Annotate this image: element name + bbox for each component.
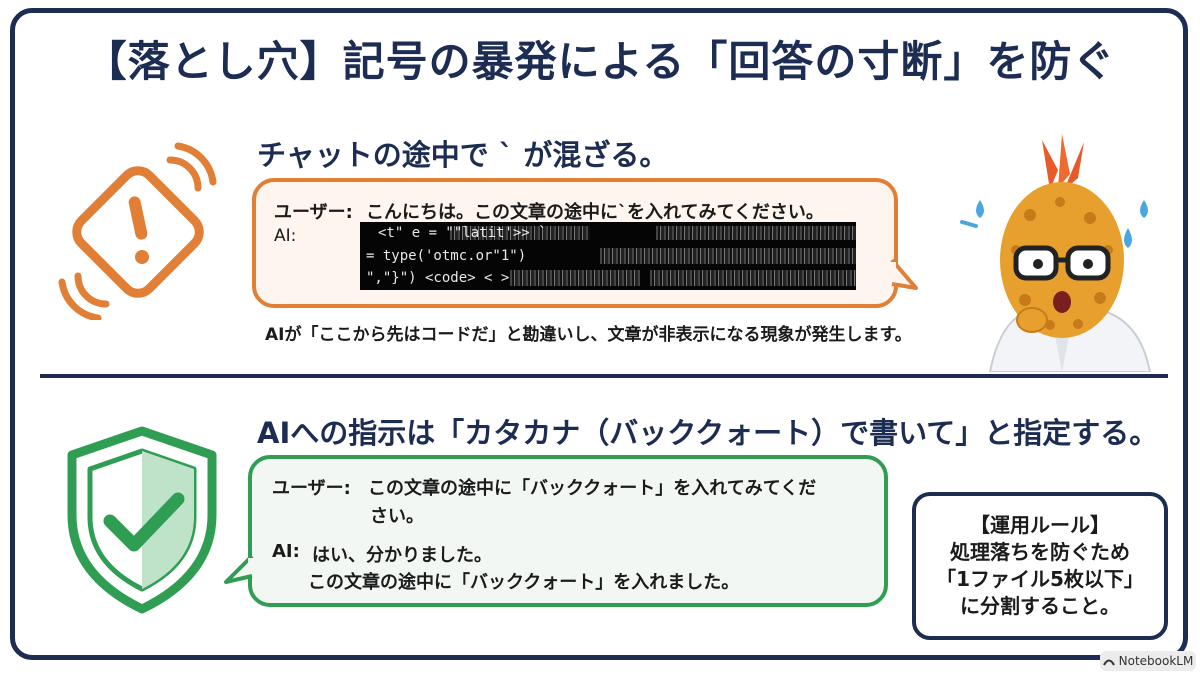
problem-ai-label: AI: [274, 226, 297, 246]
solution-user-text-2: さい。 [370, 506, 424, 527]
rule-line-2: 処理落ちを防ぐため [950, 540, 1130, 564]
section-divider [40, 374, 1168, 378]
shield-check-icon [67, 426, 217, 614]
problem-caption: AIが「ここから先はコードだ」と勘違いし、文章が非表示になる現象が発生します。 [265, 325, 912, 345]
solution-heading: AIへの指示は「カタカナ（バッククォート）で書いて」と指定する。 [257, 416, 1159, 450]
warning-icon [58, 142, 217, 320]
badge-text: NotebookLM [1118, 654, 1194, 668]
rule-line-4: に分割すること。 [960, 594, 1120, 618]
rule-title: 【運用ルール】 [970, 513, 1110, 537]
solution-ai-text-1: はい、分かりました。 [312, 545, 492, 566]
solution-bubble-tail [224, 554, 254, 584]
tempura-mascot-icon [960, 134, 1152, 372]
solution-user-label: ユーザー: [272, 478, 351, 499]
code-line-1: <t" e = ""latit'>> ` [378, 225, 547, 241]
solution-user-text-1: この文章の途中に「バッククォート」を入れてみてくだ [368, 478, 817, 499]
solution-ai-text-2: この文章の途中に「バッククォート」を入れました。 [308, 572, 740, 593]
problem-user-text: こんにちは。この文章の途中に`を入れてみてください。 [366, 202, 824, 223]
problem-bubble-tail [890, 258, 918, 290]
problem-heading: チャットの途中で ` が混ざる。 [257, 138, 669, 172]
operation-rule-box: 【運用ルール】 処理落ちを防ぐため 「1ファイル5枚以下」 に分割すること。 [912, 492, 1168, 640]
page-title: 【落とし穴】記号の暴発による「回答の寸断」を防ぐ [84, 37, 1116, 86]
notebooklm-logo-icon [1102, 659, 1115, 666]
solution-ai-label: AI: [272, 541, 300, 562]
code-line-3: ","}") <code> < > [366, 270, 510, 286]
solution-chat-bubble [248, 455, 888, 607]
problem-user-label: ユーザー: [274, 202, 353, 223]
rule-line-3: 「1ファイル5枚以下」 [936, 567, 1144, 591]
notebooklm-badge: NotebookLM [1100, 651, 1196, 671]
code-line-2: = type('otmc.or"1") [366, 248, 527, 264]
garbled-code-block: <t" e = ""latit'>> ` = type('otmc.or"1")… [360, 222, 856, 290]
